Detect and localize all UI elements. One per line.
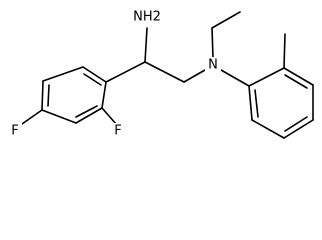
fluorine-ortho-label: F bbox=[114, 124, 121, 139]
double-bond-inner bbox=[284, 116, 308, 132]
bond bbox=[101, 81, 107, 109]
double-bond-inner bbox=[47, 84, 50, 107]
bond bbox=[183, 69, 206, 83]
double-bond-inner bbox=[284, 74, 308, 89]
nitrogen-label: N bbox=[208, 58, 218, 73]
double-bond-inner bbox=[254, 89, 259, 118]
bond bbox=[75, 107, 103, 124]
amine-label: NH2 bbox=[133, 10, 161, 25]
bonds bbox=[21, 11, 314, 139]
bond bbox=[248, 67, 285, 87]
bond bbox=[211, 27, 214, 59]
bond bbox=[41, 80, 44, 111]
fluorine-para-label: F bbox=[11, 124, 18, 139]
double-bond-inner bbox=[83, 73, 102, 86]
bond bbox=[283, 119, 314, 139]
atom-labels: NH2 N F F bbox=[8, 10, 221, 139]
molecule-diagram: NH2 N F F bbox=[8, 9, 314, 139]
bond bbox=[42, 66, 84, 82]
bond bbox=[283, 33, 286, 69]
bond bbox=[41, 109, 77, 124]
bond bbox=[220, 69, 250, 87]
double-bond-inner bbox=[75, 105, 98, 118]
bond bbox=[283, 67, 314, 86]
bond bbox=[248, 85, 253, 121]
bond bbox=[211, 11, 241, 29]
bond bbox=[144, 27, 148, 63]
bond bbox=[82, 66, 107, 83]
bond bbox=[144, 61, 185, 83]
bond bbox=[251, 119, 285, 139]
bond bbox=[101, 107, 117, 125]
bond bbox=[105, 61, 146, 83]
bond bbox=[21, 109, 43, 125]
